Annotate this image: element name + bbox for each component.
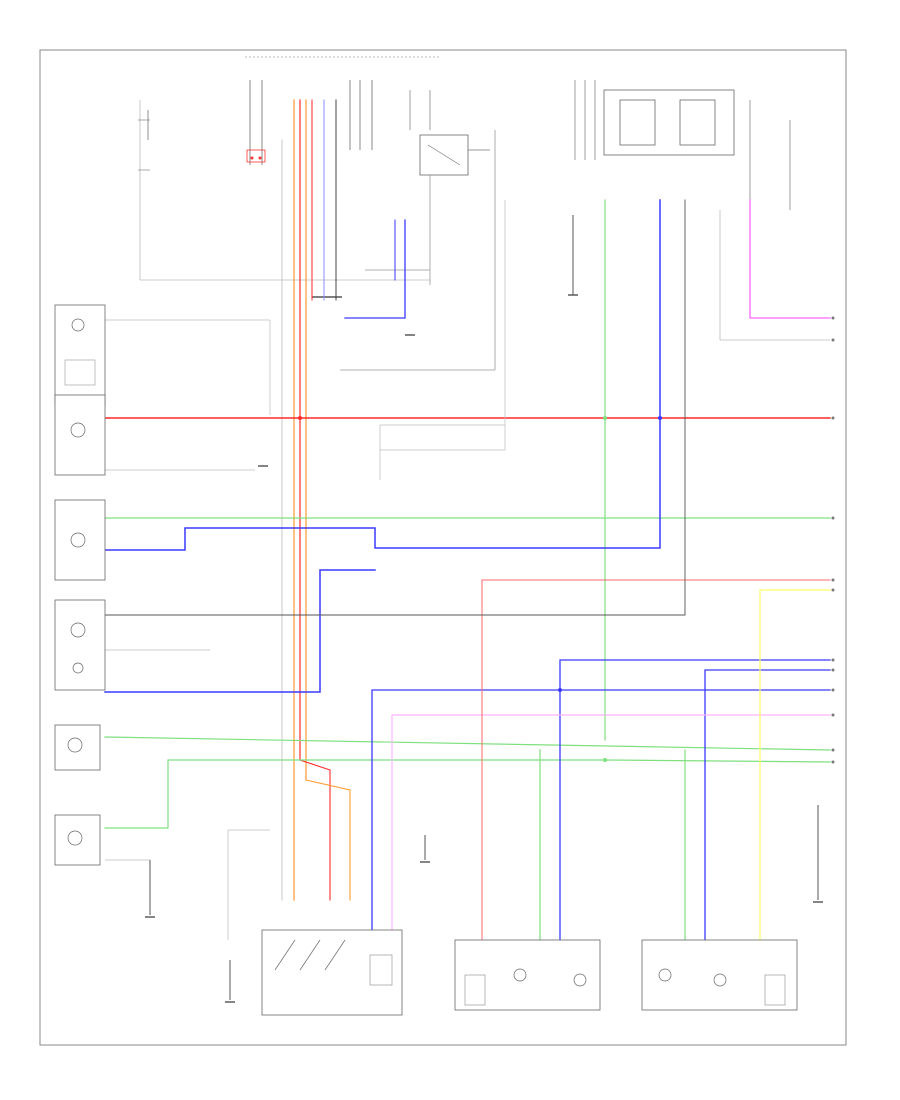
green-horizontal-wire-2 xyxy=(104,736,831,751)
blue-wire-rear-3 xyxy=(704,669,831,941)
blue-wire-rear-2 xyxy=(559,659,831,941)
left-front-turn-lamp xyxy=(54,499,106,581)
diagram-frame xyxy=(39,49,847,1046)
right-front-turn-lamp xyxy=(54,599,106,691)
left-rear-side-marker xyxy=(54,304,106,406)
ground-symbols-top xyxy=(258,294,578,467)
gray-secondary-wires xyxy=(105,200,506,940)
green-license-wire xyxy=(104,759,831,829)
top-relay-box xyxy=(340,130,496,371)
right-rear-marker-lamp xyxy=(54,724,101,771)
pink-wire-top-right xyxy=(749,199,831,319)
pink-wire-rear xyxy=(391,714,831,941)
combination-switch xyxy=(261,929,403,1016)
right-rear-combination-lamp xyxy=(454,939,601,1011)
red-wire-rear xyxy=(481,579,831,941)
blue-wire-right-front xyxy=(104,569,376,693)
yellow-wire-rear xyxy=(759,589,831,941)
top-right-modules xyxy=(572,80,830,341)
right-edge-terminals xyxy=(831,316,835,764)
top-connector-pins xyxy=(246,80,431,165)
blue-wire-rear xyxy=(371,689,831,941)
license-lamp xyxy=(54,814,101,866)
left-rear-combination-lamp xyxy=(641,939,798,1011)
blue-wire-left-front xyxy=(104,199,661,551)
top-left-fuse-block xyxy=(138,100,430,281)
ground-symbols-bottom xyxy=(145,805,823,1003)
dark-wire-right xyxy=(104,199,686,616)
blue-wire-top xyxy=(344,219,406,319)
left-rear-turn-lamp xyxy=(54,394,106,476)
vertical-harness xyxy=(281,99,351,901)
splice-points xyxy=(298,416,662,762)
